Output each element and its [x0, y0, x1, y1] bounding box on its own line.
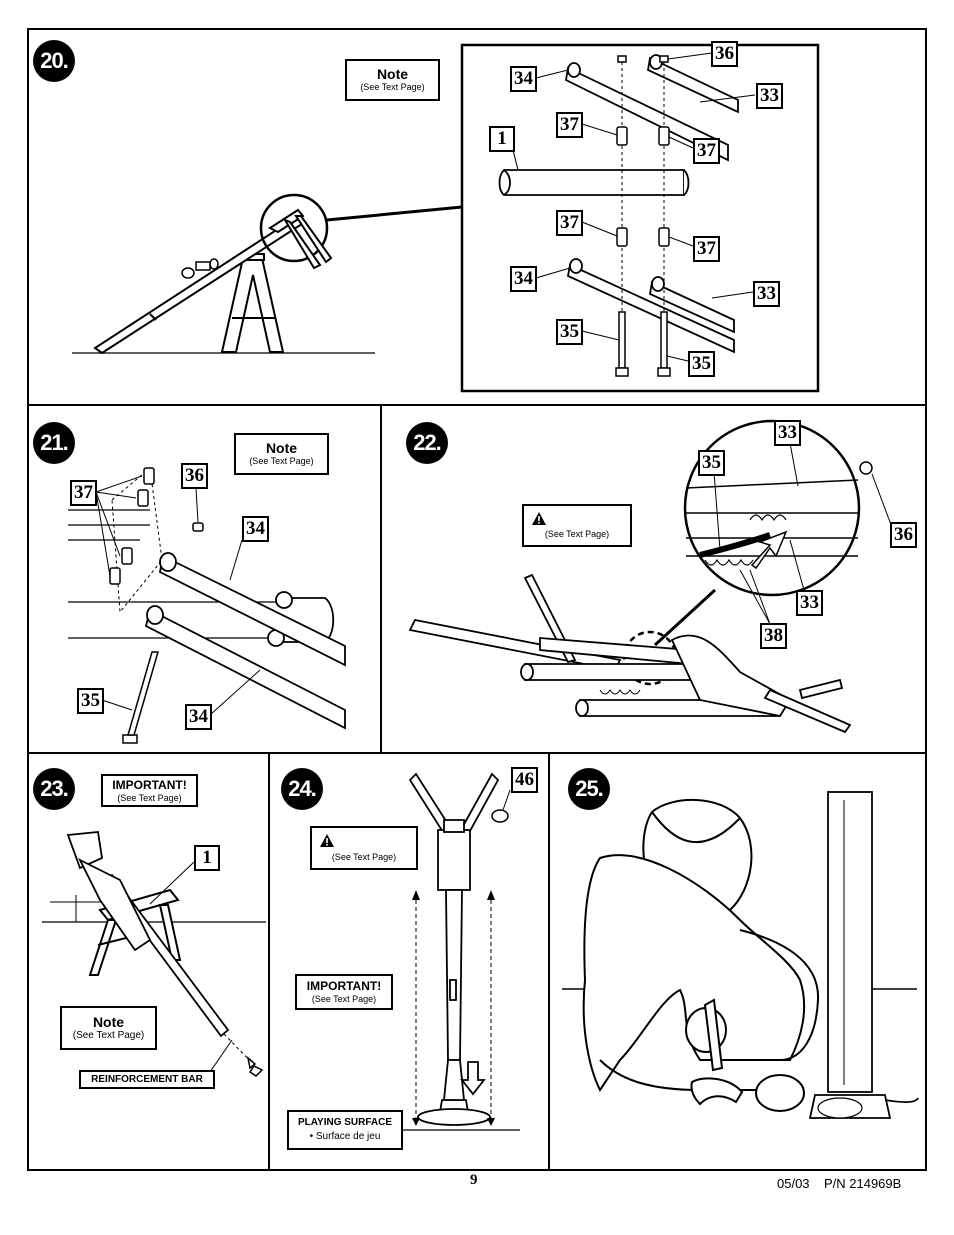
reinforcement-bar-label: REINFORCEMENT BAR — [79, 1070, 215, 1089]
note-callout-23: Note (See Text Page) — [60, 1006, 157, 1050]
warning-subtitle: (See Text Page) — [544, 529, 610, 539]
doc-reference: 05/03 P/N 214969B — [777, 1176, 902, 1191]
part-37-a: 37 — [556, 112, 583, 138]
part-33-b: 33 — [796, 590, 823, 616]
part-37: 37 — [70, 480, 97, 506]
note-callout-21: Note (See Text Page) — [234, 433, 329, 475]
important-callout-24: IMPORTANT! (See Text Page) — [295, 974, 393, 1010]
step-22-badge: 22. — [406, 422, 448, 464]
step-24-badge: 24. — [281, 768, 323, 810]
step-20-badge: 20. — [33, 40, 75, 82]
important-subtitle: (See Text Page) — [117, 793, 182, 803]
hammer — [690, 998, 744, 1106]
warning-subtitle: (See Text Page) — [331, 852, 397, 862]
step-23-badge: 23. — [33, 768, 75, 810]
part-34-a: 34 — [242, 516, 269, 542]
note-subtitle: (See Text Page) — [360, 82, 425, 92]
playing-surface-label: PLAYING SURFACE — [297, 1117, 393, 1128]
part-37-b: 37 — [693, 138, 720, 164]
part-34-bottom: 34 — [510, 266, 537, 292]
part-33-a: 33 — [774, 420, 801, 446]
warning-callout-22: (See Text Page) — [522, 504, 632, 547]
part-1: 1 — [194, 845, 220, 871]
page-number: 9 — [470, 1172, 478, 1188]
divider-21-22 — [380, 404, 382, 754]
part-33-bottom: 33 — [753, 281, 780, 307]
part-34-top: 34 — [510, 66, 537, 92]
part-36: 36 — [890, 522, 917, 548]
detail-zoom-circle — [683, 419, 861, 597]
part-35-a: 35 — [556, 319, 583, 345]
part-37-d: 37 — [693, 236, 720, 262]
part-35: 35 — [77, 688, 104, 714]
worker-figure — [582, 798, 820, 1112]
part-34-b: 34 — [185, 704, 212, 730]
important-title: IMPORTANT! — [112, 778, 187, 792]
important-subtitle: (See Text Page) — [311, 994, 377, 1004]
part-33-top: 33 — [756, 83, 783, 109]
part-35-b: 35 — [688, 351, 715, 377]
part-38: 38 — [760, 623, 787, 649]
outer-frame — [27, 28, 927, 1171]
note-callout-20: Note (See Text Page) — [345, 59, 440, 101]
part-36: 36 — [181, 463, 208, 489]
important-callout-23: IMPORTANT! (See Text Page) — [101, 774, 198, 807]
note-subtitle: (See Text Page) — [72, 1030, 145, 1041]
detail-zoom-circle — [259, 193, 329, 263]
note-title: Note — [265, 440, 298, 456]
part-35: 35 — [698, 450, 725, 476]
divider-24-25 — [548, 752, 550, 1171]
note-subtitle: (See Text Page) — [249, 456, 314, 466]
part-1: 1 — [489, 126, 515, 152]
step-21-badge: 21. — [33, 422, 75, 464]
part-37-c: 37 — [556, 210, 583, 236]
divider-row1 — [27, 404, 927, 406]
note-title: Note — [376, 66, 409, 82]
warning-triangle-icon — [532, 512, 546, 525]
note-title: Note — [92, 1014, 125, 1030]
step-25-badge: 25. — [568, 768, 610, 810]
down-arrow-icon — [460, 1061, 486, 1096]
important-title: IMPORTANT! — [306, 979, 382, 993]
divider-row2 — [27, 752, 927, 754]
surface-de-jeu-label: • Surface de jeu — [309, 1131, 381, 1142]
warning-triangle-icon — [320, 834, 334, 847]
playing-surface-callout: PLAYING SURFACE • Surface de jeu — [287, 1110, 403, 1150]
part-46: 46 — [511, 767, 538, 793]
divider-23-24 — [268, 752, 270, 1171]
part-36-top: 36 — [711, 41, 738, 67]
warning-callout-24: (See Text Page) — [310, 826, 418, 870]
